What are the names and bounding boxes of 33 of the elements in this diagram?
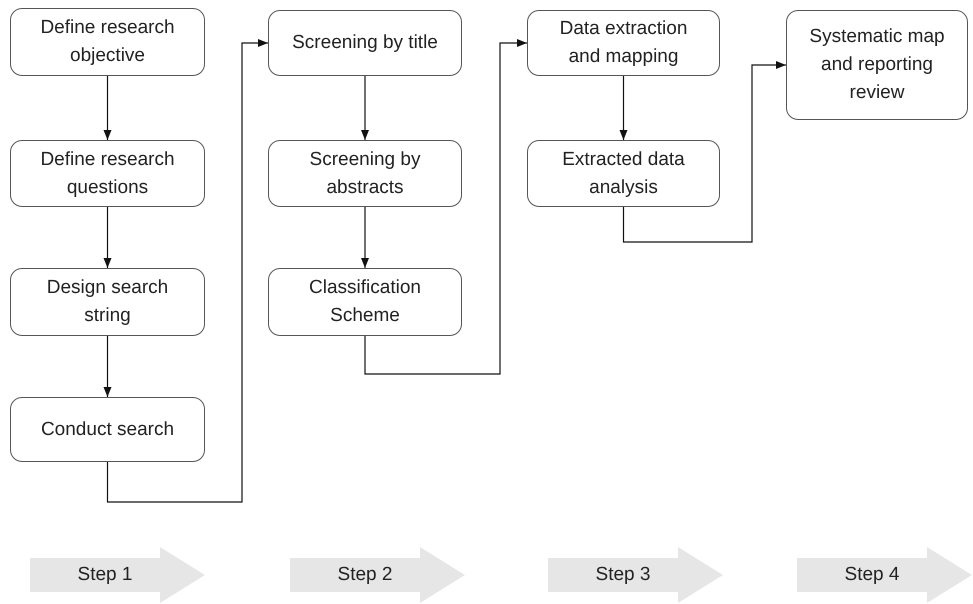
connector-arrow xyxy=(364,39,527,375)
process-label: Conduct search xyxy=(40,418,174,442)
process-box xyxy=(10,268,205,336)
process-box xyxy=(10,397,205,462)
connector-arrow xyxy=(104,336,112,397)
process-label: Data extraction and mapping xyxy=(558,17,688,69)
process-box xyxy=(268,140,462,207)
process-label: Screening by title xyxy=(292,31,438,55)
connector-arrow xyxy=(620,76,628,140)
process-label: Classification Scheme xyxy=(308,276,422,328)
step-label: Step 4 xyxy=(844,562,900,587)
process-box xyxy=(268,10,462,76)
connector-arrow xyxy=(104,207,112,268)
process-box xyxy=(10,140,205,207)
process-label: Define research questions xyxy=(39,148,176,200)
step-label: Step 2 xyxy=(338,562,392,587)
process-box xyxy=(786,10,968,120)
connector-arrow xyxy=(104,76,112,140)
process-box xyxy=(527,10,720,76)
process-label: Define research objective xyxy=(39,16,176,68)
connector-arrow xyxy=(361,207,369,268)
step-label: Step 3 xyxy=(596,562,650,587)
connector-arrow xyxy=(361,76,369,140)
connector-arrow xyxy=(622,61,786,243)
step-label: Step 1 xyxy=(78,562,132,587)
process-label: Systematic map and reporting review xyxy=(808,25,946,105)
process-box xyxy=(10,8,205,76)
process-box xyxy=(268,268,462,336)
connector-arrow xyxy=(106,39,268,503)
process-label: Extracted data analysis xyxy=(561,148,686,200)
process-box xyxy=(527,140,720,207)
process-label: Design search string xyxy=(46,276,170,328)
process-label: Screening by abstracts xyxy=(308,148,422,200)
